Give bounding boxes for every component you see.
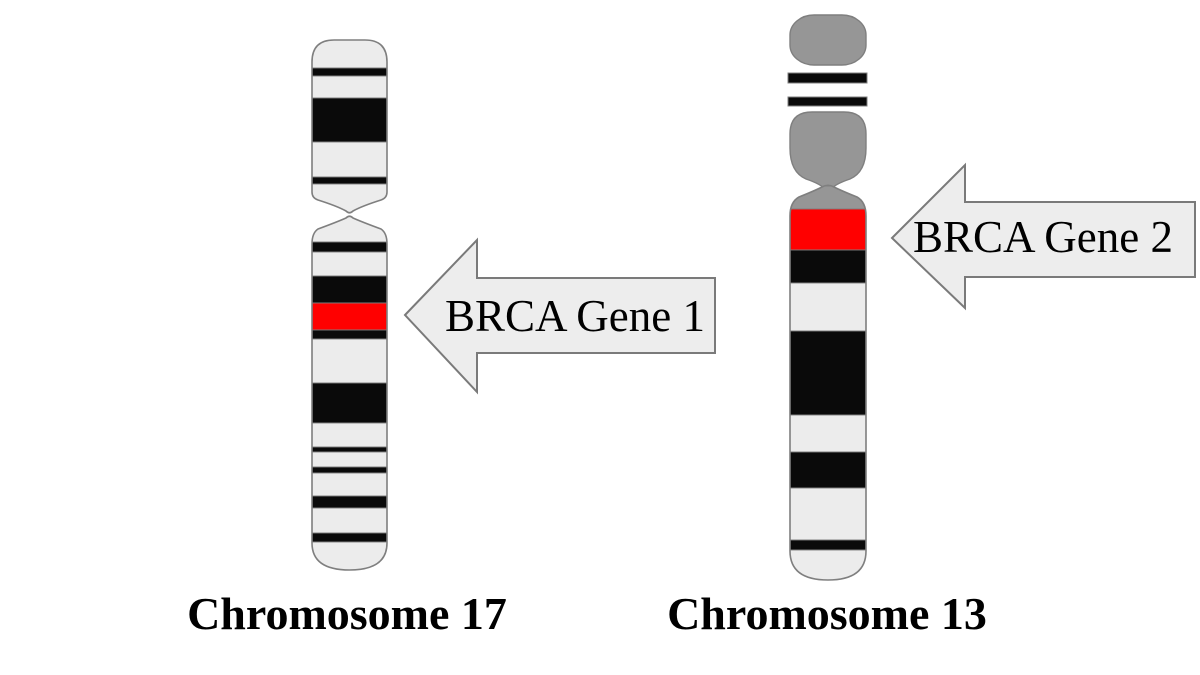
- band-dark: [790, 539, 866, 551]
- band-light: [312, 451, 387, 468]
- band-light: [790, 549, 866, 580]
- band-dark: [312, 446, 387, 453]
- chromosome-17-p-arm-bands: [312, 40, 387, 213]
- chromosome-17-q-arm-bands: [312, 216, 387, 570]
- band-dark: [312, 495, 387, 509]
- band-light: [312, 507, 387, 534]
- band-light: [312, 75, 387, 99]
- band-dark: [312, 176, 387, 185]
- band-light: [312, 541, 387, 570]
- band-dark: [312, 97, 387, 143]
- band-light: [312, 183, 387, 213]
- band-heterochromatin: [790, 185, 866, 210]
- chromosome-13: [787, 14, 868, 581]
- chromosome-13-label: Chromosome 13: [667, 588, 987, 639]
- brca-gene-band: [790, 208, 866, 251]
- band-dark: [790, 249, 866, 284]
- brca-gene-1-arrow: [403, 237, 716, 395]
- band-light: [312, 338, 387, 384]
- brca-gene-1-annotation: BRCA Gene 1: [403, 237, 716, 395]
- brca-gene-band: [312, 302, 387, 331]
- band-light: [312, 216, 387, 243]
- chromosome-13-p-arm: [789, 111, 867, 192]
- band-dark: [312, 329, 387, 340]
- band-dark: [312, 241, 387, 253]
- chromosome-13-satellite: [789, 14, 867, 66]
- chromosome-13-q-arm-bands: [790, 185, 866, 580]
- band-dark: [790, 451, 866, 489]
- band-dark: [312, 466, 387, 474]
- band-dark: [312, 382, 387, 424]
- brca-gene-2-label: BRCA Gene 2: [913, 212, 1173, 262]
- band-light: [312, 141, 387, 178]
- chromosome-17: [311, 39, 388, 571]
- brca-gene-2-annotation: BRCA Gene 2: [890, 162, 1196, 311]
- band-dark: [312, 67, 387, 77]
- band-light: [312, 40, 387, 69]
- band-light: [312, 251, 387, 277]
- band-dark: [312, 532, 387, 543]
- chromosome-17-q-arm-outline: [311, 215, 388, 571]
- band-dark: [790, 330, 866, 416]
- band-light: [790, 414, 866, 453]
- band-light: [790, 487, 866, 541]
- chromosome-17-label: Chromosome 17: [187, 588, 507, 639]
- brca-gene-2-arrow: [890, 162, 1196, 311]
- chromosome-13-stalk-band-1: [787, 72, 868, 84]
- chromosome-13-stalk-band-2: [787, 96, 868, 107]
- band-light: [790, 282, 866, 332]
- chromosome-17-p-arm-outline: [311, 39, 388, 214]
- band-dark: [312, 275, 387, 304]
- brca-gene-1-label: BRCA Gene 1: [445, 291, 705, 341]
- band-light: [312, 472, 387, 497]
- chromosome-13-q-arm-outline: [789, 184, 867, 581]
- band-light: [312, 422, 387, 448]
